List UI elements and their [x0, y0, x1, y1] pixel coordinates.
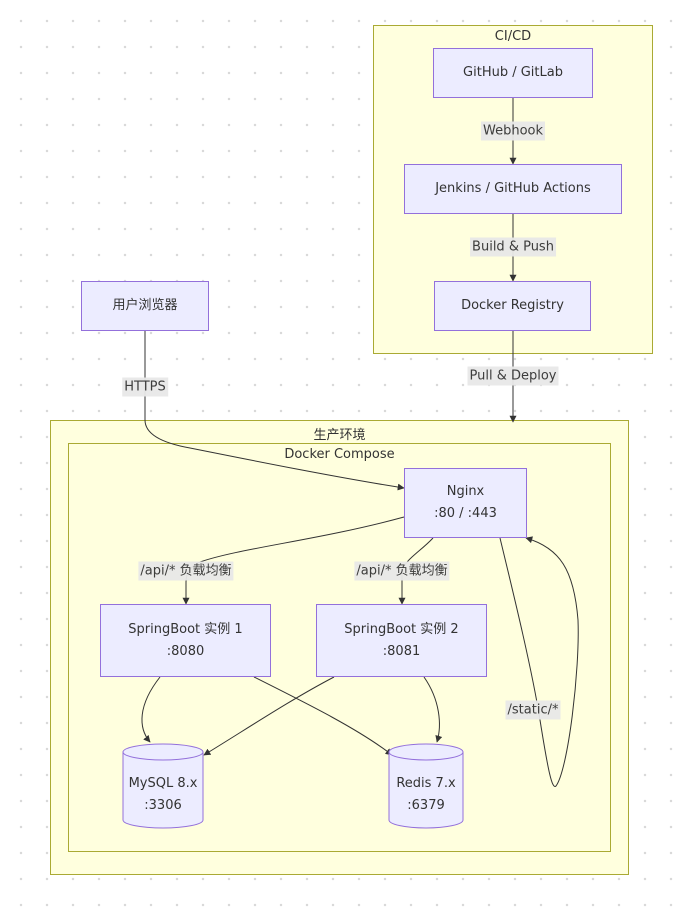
- springboot1-node: SpringBoot 实例 1 :8080: [100, 604, 271, 677]
- edge-sb2-redis: [423, 676, 443, 743]
- mysql-label: MySQL 8.x: [128, 776, 198, 791]
- mysql-port: :3306: [144, 798, 182, 813]
- edge-label-api-2: /api/* 负载均衡: [354, 561, 450, 581]
- browser-node: 用户浏览器: [81, 281, 209, 331]
- production-cluster-title: 生产环境: [313, 428, 366, 443]
- cicd-cluster-title: CI/CD: [494, 29, 532, 44]
- edge-label-https: HTTPS: [122, 377, 168, 397]
- browser-label: 用户浏览器: [112, 298, 178, 313]
- docker-registry-label: Docker Registry: [461, 298, 564, 313]
- mysql-node: MySQL 8.x :3306: [123, 773, 203, 817]
- docker-registry-node: Docker Registry: [434, 281, 591, 331]
- edge-browser-nginx: [144, 331, 405, 491]
- edge-label-pull-deploy: Pull & Deploy: [467, 366, 559, 386]
- redis-label: Redis 7.x: [396, 776, 456, 791]
- springboot2-label: SpringBoot 实例 2: [344, 621, 459, 637]
- redis-cylinder: [388, 743, 464, 829]
- github-gitlab-node: GitHub / GitLab: [433, 48, 593, 98]
- edge-nginx-static-loop: [499, 536, 579, 787]
- edge-sb1-mysql: [141, 676, 161, 743]
- nginx-label: Nginx: [446, 484, 485, 499]
- redis-node: Redis 7.x :6379: [389, 773, 463, 817]
- edge-label-build-push: Build & Push: [470, 237, 556, 257]
- edge-label-webhook: Webhook: [480, 121, 546, 141]
- redis-port: :6379: [407, 798, 445, 813]
- springboot1-label: SpringBoot 实例 1: [128, 621, 243, 637]
- jenkins-label: Jenkins / GitHub Actions: [435, 181, 591, 196]
- jenkins-node: Jenkins / GitHub Actions: [404, 164, 622, 214]
- edge-sb2-mysql: [203, 676, 335, 756]
- nginx-port: :80 / :443: [434, 506, 497, 521]
- edge-label-static: /static/*: [505, 700, 561, 720]
- nginx-node: Nginx :80 / :443: [404, 468, 527, 538]
- edge-label-api-1: /api/* 负载均衡: [138, 561, 234, 581]
- springboot1-port: :8080: [166, 643, 205, 659]
- github-gitlab-label: GitHub / GitLab: [463, 65, 563, 80]
- springboot2-node: SpringBoot 实例 2 :8081: [316, 604, 487, 677]
- springboot2-port: :8081: [382, 643, 421, 659]
- edge-sb1-redis: [253, 676, 393, 756]
- mysql-cylinder: [122, 743, 204, 829]
- docker-compose-cluster-title: Docker Compose: [284, 447, 395, 462]
